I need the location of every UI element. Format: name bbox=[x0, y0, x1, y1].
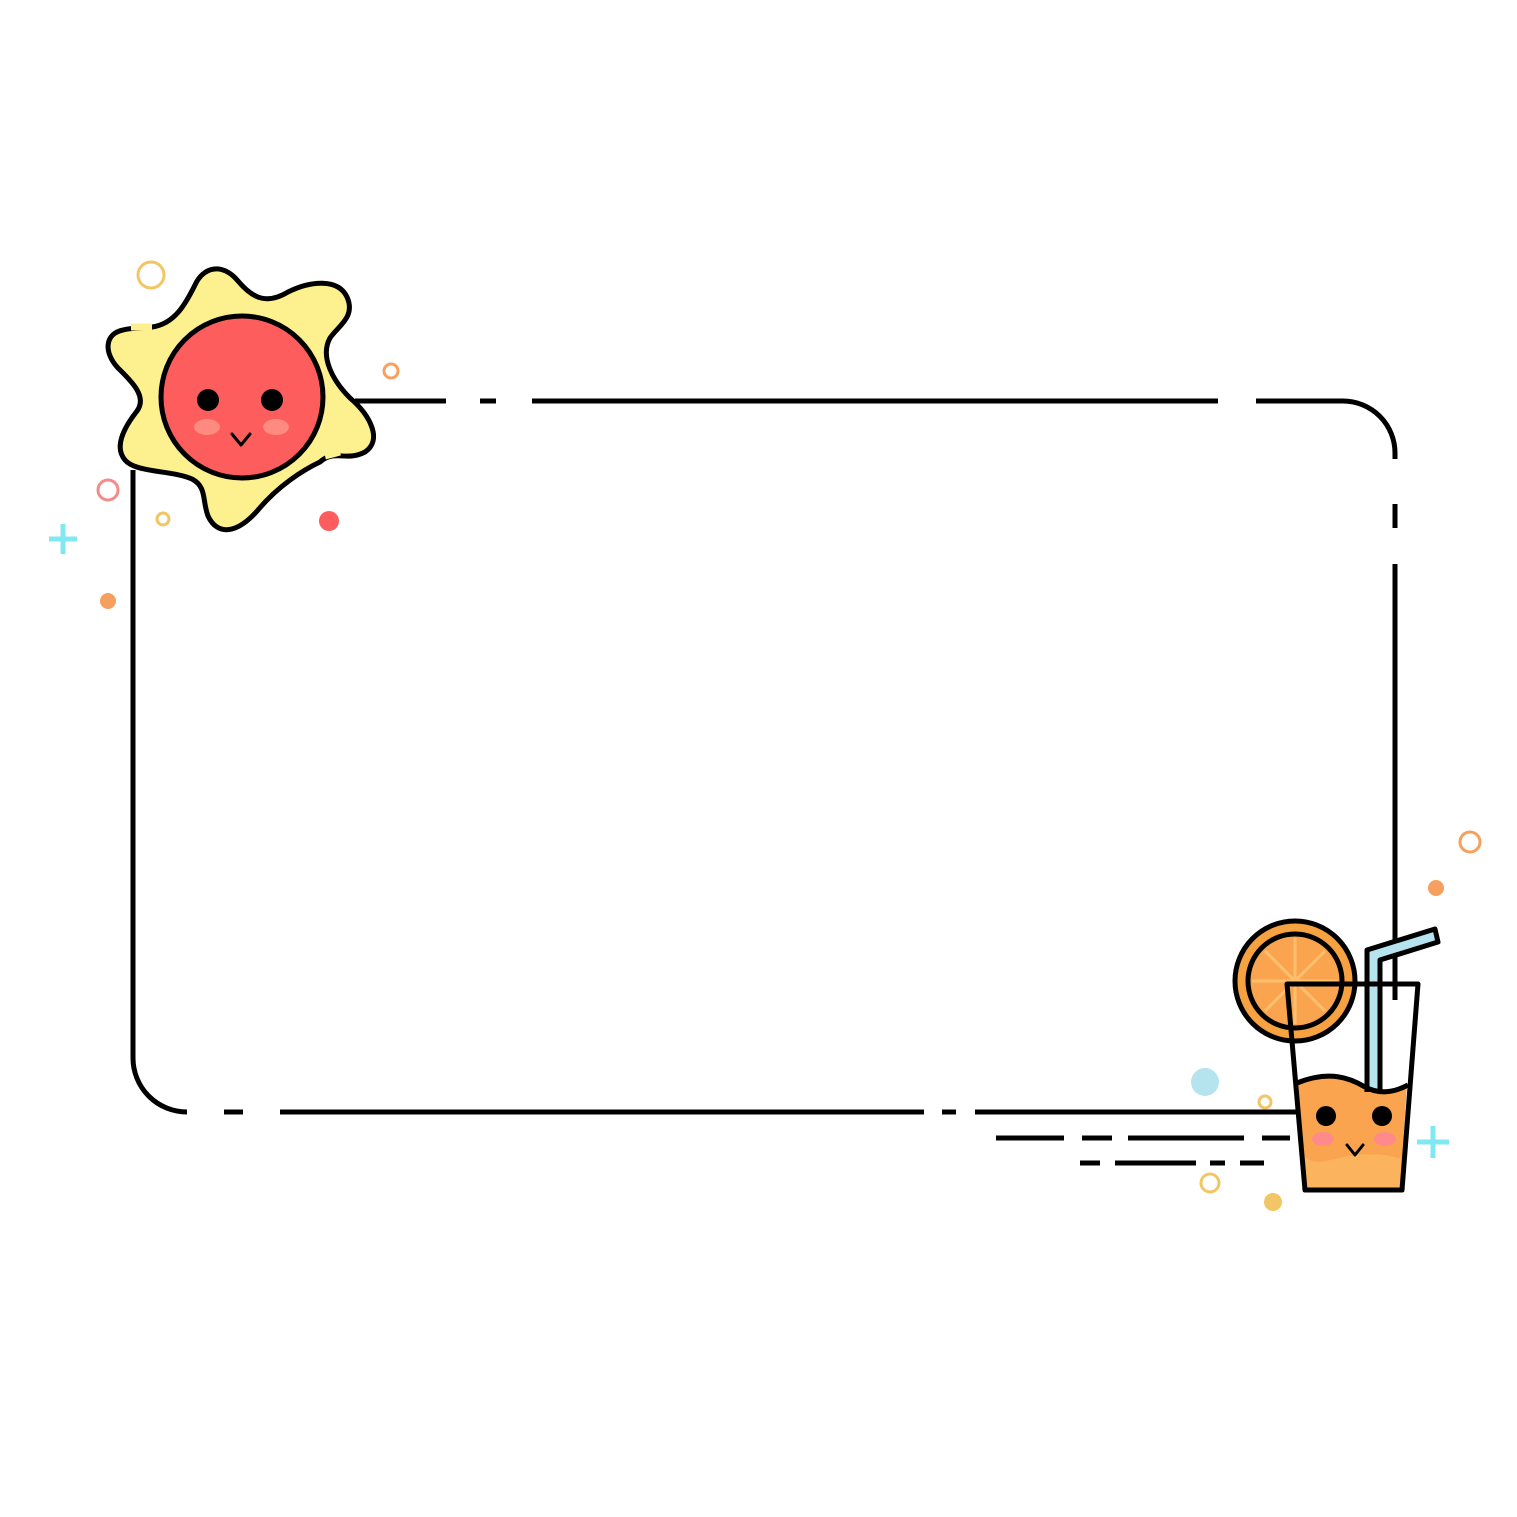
sparkle-ring bbox=[155, 511, 171, 527]
juice-right-blush bbox=[1374, 1132, 1396, 1146]
glass-outline bbox=[1284, 981, 1421, 1193]
sun-character bbox=[105, 266, 377, 533]
sparkle-ring bbox=[1199, 1172, 1221, 1194]
juice-left-eye bbox=[1316, 1106, 1336, 1126]
sparkle-dot bbox=[1428, 880, 1444, 896]
glass-juice-light bbox=[1300, 1110, 1403, 1190]
juice-mouth bbox=[1345, 1143, 1365, 1157]
juice-left-blush bbox=[1312, 1132, 1334, 1146]
sparkle-plus bbox=[1417, 1126, 1449, 1158]
sun-right-blush bbox=[263, 419, 289, 435]
frame-border bbox=[130, 398, 1398, 1115]
sparkle-ring bbox=[382, 362, 400, 380]
sparkle-ring bbox=[1257, 1094, 1273, 1110]
orange-slice bbox=[1232, 918, 1358, 1044]
sparkle-dot bbox=[1264, 1193, 1282, 1211]
sparkle-dot bbox=[1191, 1068, 1219, 1096]
juice-right-eye bbox=[1372, 1106, 1392, 1126]
sparkle-dot bbox=[319, 511, 339, 531]
sparkle-ring bbox=[1458, 830, 1482, 854]
sun-left-eye bbox=[197, 389, 219, 411]
sparkle-dot bbox=[100, 593, 116, 609]
straw bbox=[1364, 926, 1441, 1095]
sparkle-ring bbox=[96, 478, 120, 502]
sparkles bbox=[49, 260, 1482, 1211]
speed-lines bbox=[996, 1135, 1290, 1166]
sun-face bbox=[158, 313, 326, 481]
sun-right-eye bbox=[261, 389, 283, 411]
sparkle-plus bbox=[49, 524, 77, 554]
sun-mouth bbox=[230, 432, 252, 447]
sparkle-ring bbox=[136, 260, 166, 290]
orange-juice-character bbox=[1232, 918, 1441, 1193]
sun-left-blush bbox=[194, 419, 220, 435]
